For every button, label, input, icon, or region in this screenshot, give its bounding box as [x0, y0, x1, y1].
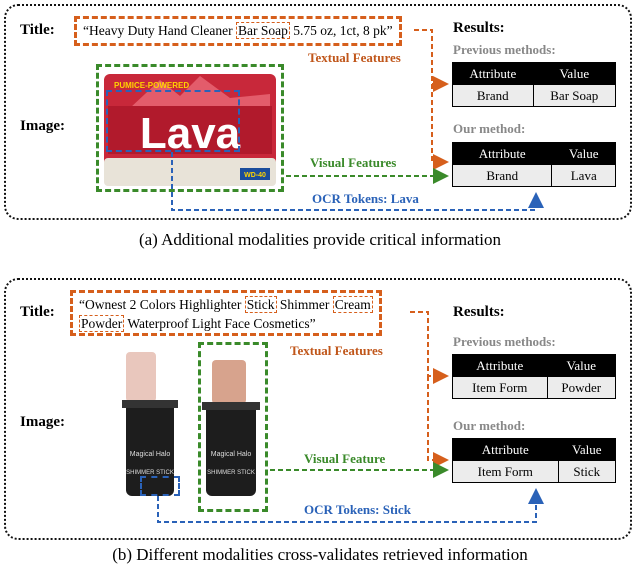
results-label-a: Results: — [453, 20, 505, 36]
panel-b — [4, 278, 632, 540]
visual-box-b — [198, 342, 268, 512]
lava-brand-text: Lava — [140, 109, 241, 158]
product-title-a: “Heavy Duty Hand Cleaner Bar Soap 5.75 o… — [74, 16, 402, 46]
ocr-box-a — [106, 90, 240, 152]
ocr-tokens-label-b: OCR Tokens: Stick — [304, 502, 411, 517]
our-method-label-b: Our method: — [453, 418, 526, 433]
caption-a: (a) Additional modalities provide critic… — [138, 230, 502, 249]
caption-b: (b) Different modalities cross-validates… — [112, 545, 528, 564]
previous-methods-label-a: Previous methods: — [453, 42, 556, 57]
title-label-a: Title: — [20, 22, 55, 38]
ocr-tokens-label-a: OCR Tokens: Lava — [312, 191, 419, 206]
panel-a — [4, 4, 632, 220]
previous-methods-label-b: Previous methods: — [453, 334, 556, 349]
textual-features-label-b: Textual Features — [290, 343, 383, 358]
title-highlight-cream: Cream — [332, 296, 373, 313]
svg-text:Magical Halo: Magical Halo — [211, 451, 252, 458]
lava-soap-image: Lava PUMICE-POWERED WD-40 — [100, 68, 282, 190]
visual-features-label-a: Visual Features — [310, 155, 397, 170]
pumice-text: PUMICE-POWERED — [114, 81, 189, 90]
wd40-badge: WD-40 — [244, 172, 266, 179]
results-label-b: Results: — [453, 304, 505, 320]
lava-soap-icon: Lava PUMICE-POWERED WD-40 — [104, 74, 276, 186]
visual-box-a — [96, 64, 284, 192]
ocr-box-b — [140, 476, 180, 496]
highlighter-image: Magical Halo SHIMMER STICK Magical Halo … — [112, 346, 280, 506]
visual-feature-label-b: Visual Feature — [304, 451, 386, 466]
image-label-a: Image: — [20, 118, 65, 134]
title-highlight-stick: Stick — [244, 296, 277, 313]
textual-features-label-a: Textual Features — [308, 50, 401, 65]
title-highlight-powder: Powder — [79, 315, 125, 332]
svg-text:Magical Halo: Magical Halo — [130, 451, 171, 458]
title-highlight-bar-soap: Bar Soap — [235, 22, 290, 39]
title-label-b: Title: — [20, 304, 55, 320]
our-method-label-a: Our method: — [453, 121, 526, 136]
arrows-a — [171, 29, 544, 211]
product-title-b: “Ownest 2 Colors Highlighter Stick Shimm… — [70, 290, 382, 336]
arrows-b — [157, 311, 544, 523]
highlighter-stick-icon: Magical Halo SHIMMER STICK Magical Halo … — [122, 352, 260, 496]
svg-text:SHIMMER STICK: SHIMMER STICK — [207, 470, 255, 476]
svg-text:SHIMMER STICK: SHIMMER STICK — [126, 470, 174, 476]
image-label-b: Image: — [20, 414, 65, 430]
